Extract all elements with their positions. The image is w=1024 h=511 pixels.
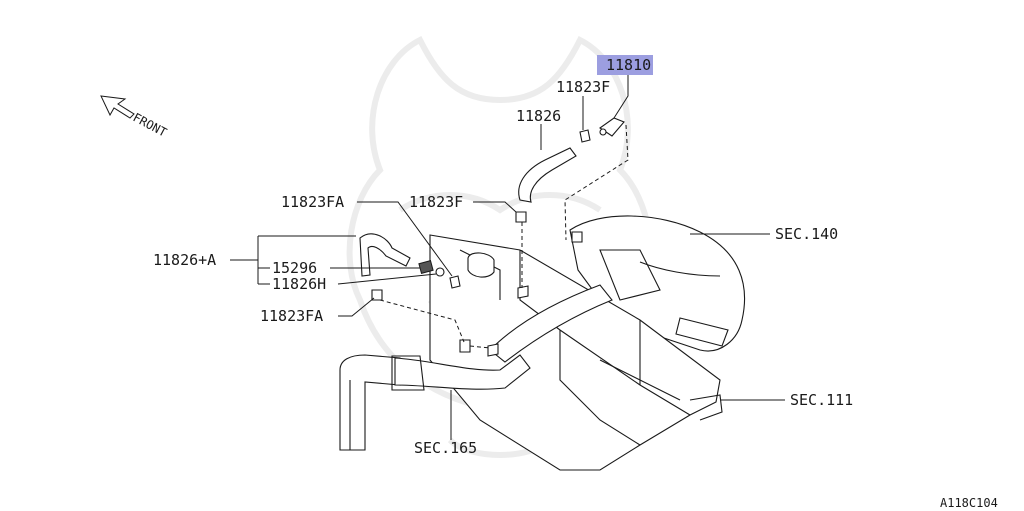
front-arrow-icon (100, 95, 135, 119)
callout-11823fa-low[interactable]: 11823FA (260, 307, 323, 325)
callout-sec111[interactable]: SEC.111 (790, 391, 853, 409)
connector-d (571, 231, 583, 243)
callout-sec140[interactable]: SEC.140 (775, 225, 838, 243)
clip-11823fa-top (449, 275, 461, 289)
connector-c (487, 343, 499, 357)
callout-11823fa-top[interactable]: 11823FA (281, 193, 344, 211)
drawing-code: A118C104 (940, 496, 998, 510)
hose-11826a (359, 233, 411, 277)
hose-11826 (518, 147, 577, 203)
grommet-11826h (435, 267, 445, 277)
front-label: FRONT (131, 110, 169, 139)
clip-11823f-top (579, 129, 591, 143)
highlight-box-11810 (597, 55, 653, 75)
callout-sec165[interactable]: SEC.165 (414, 439, 477, 457)
clip-11823fa-low (371, 289, 383, 301)
connector-b (459, 339, 471, 353)
callout-11810[interactable]: 11810 (606, 56, 651, 74)
callout-11826[interactable]: 11826 (516, 107, 561, 125)
callout-11823f-mid[interactable]: 11823F (409, 193, 463, 211)
callout-15296[interactable]: 15296 (272, 259, 317, 277)
callout-11823f-top[interactable]: 11823F (556, 78, 610, 96)
callout-11826h[interactable]: 11826H (272, 275, 326, 293)
connector-a (517, 285, 529, 299)
valve-11810-port (599, 128, 607, 136)
filter-15296 (418, 260, 434, 274)
callout-11826a[interactable]: 11826+A (153, 251, 216, 269)
engine-assembly (339, 215, 746, 471)
clip-11823f-mid (515, 211, 527, 223)
